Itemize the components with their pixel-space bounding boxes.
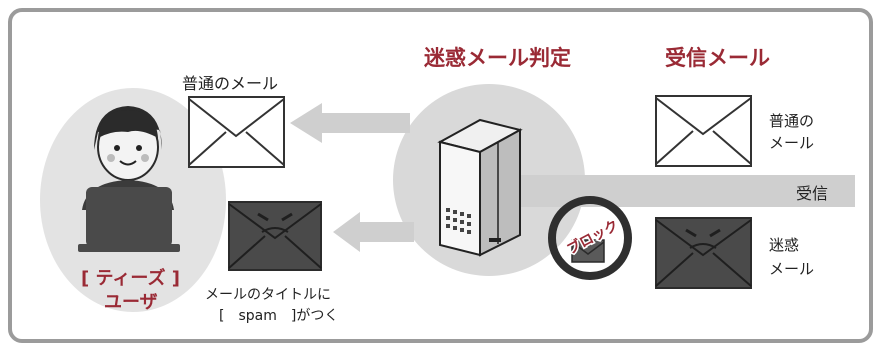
arrow-spam <box>333 212 414 252</box>
spam-judge-title: 迷惑メール判定 <box>424 46 571 70</box>
spam-right-label-2: メール <box>769 260 815 278</box>
envelope-spam-right-icon <box>655 217 752 289</box>
user-label-1: [ ティーズ ] <box>81 268 181 289</box>
spam-result-label-2: [ spam ]がつく <box>219 308 339 324</box>
spam-right-label-1: 迷惑 <box>769 236 800 254</box>
block-ring <box>548 196 632 280</box>
normal-mail-left-label: 普通のメール <box>182 74 279 93</box>
user-icon <box>78 106 180 252</box>
user-label-2: ユーザ <box>104 292 158 313</box>
normal-mail-right-label-2: メール <box>769 134 815 152</box>
normal-mail-right-label-1: 普通の <box>769 112 815 130</box>
envelope-normal-left-icon <box>188 96 285 168</box>
received-mail-title: 受信メール <box>665 46 770 70</box>
spam-result-label-1: メールのタイトルに <box>205 287 331 303</box>
server-icon <box>437 118 523 257</box>
receive-label: 受信 <box>796 184 829 203</box>
envelope-spam-left-icon <box>228 201 322 271</box>
arrow-normal <box>290 103 410 143</box>
envelope-normal-right-icon <box>655 95 752 167</box>
